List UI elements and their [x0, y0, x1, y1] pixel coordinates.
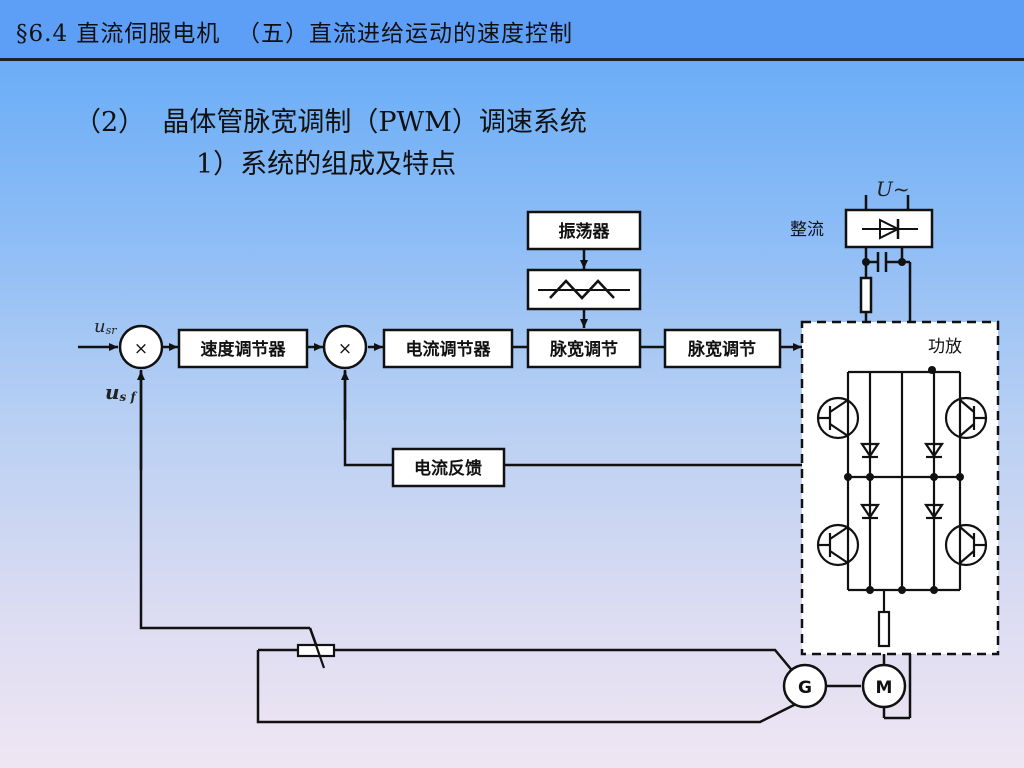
current-summing-junction: × [322, 324, 368, 370]
svg-text:振荡器: 振荡器 [559, 221, 611, 242]
pwm-regulator-block-2: 脉宽调节 [663, 328, 782, 369]
svg-text:电流调节器: 电流调节器 [406, 339, 492, 360]
svg-text:×: × [134, 339, 148, 359]
servo-motor: M [861, 663, 907, 709]
feedback-signal-label: us f [105, 380, 137, 404]
subsection-heading: 1）系统的组成及特点 [196, 149, 457, 180]
svg-text:M: M [876, 678, 893, 698]
svg-text:速度调节器: 速度调节器 [201, 339, 287, 360]
svg-text:电流反馈: 电流反馈 [414, 458, 482, 479]
speed-summing-junction: × [118, 324, 164, 370]
triangle-wave-block [526, 268, 642, 311]
section-heading: （2） 晶体管脉宽调制（PWM）调速系统 [74, 107, 587, 138]
rectifier-block [844, 208, 934, 249]
speed-regulator-block: 速度调节器 [177, 328, 309, 369]
oscillator-block: 振荡器 [526, 210, 642, 251]
current-regulator-block: 电流调节器 [382, 328, 514, 369]
slide-title: §6.4 直流伺服电机 （五）直流进给运动的速度控制 [16, 21, 574, 47]
input-signal-label: usr [94, 316, 117, 337]
power-amplifier: 功放 [800, 320, 1000, 656]
svg-text:×: × [338, 339, 352, 359]
svg-text:功放: 功放 [928, 337, 962, 357]
rectifier-label: 整流 [790, 220, 824, 240]
ac-source-label: U~ [876, 177, 910, 201]
feedback-potentiometer [296, 627, 336, 669]
svg-text:脉宽调节: 脉宽调节 [549, 339, 618, 360]
svg-text:脉宽调节: 脉宽调节 [687, 339, 756, 360]
slide-header: §6.4 直流伺服电机 （五）直流进给运动的速度控制 [0, 0, 1024, 61]
pwm-regulator-block-1: 脉宽调节 [526, 328, 642, 369]
current-feedback-block: 电流反馈 [391, 447, 506, 488]
tachogenerator: G [782, 663, 828, 709]
svg-text:G: G [798, 678, 812, 698]
